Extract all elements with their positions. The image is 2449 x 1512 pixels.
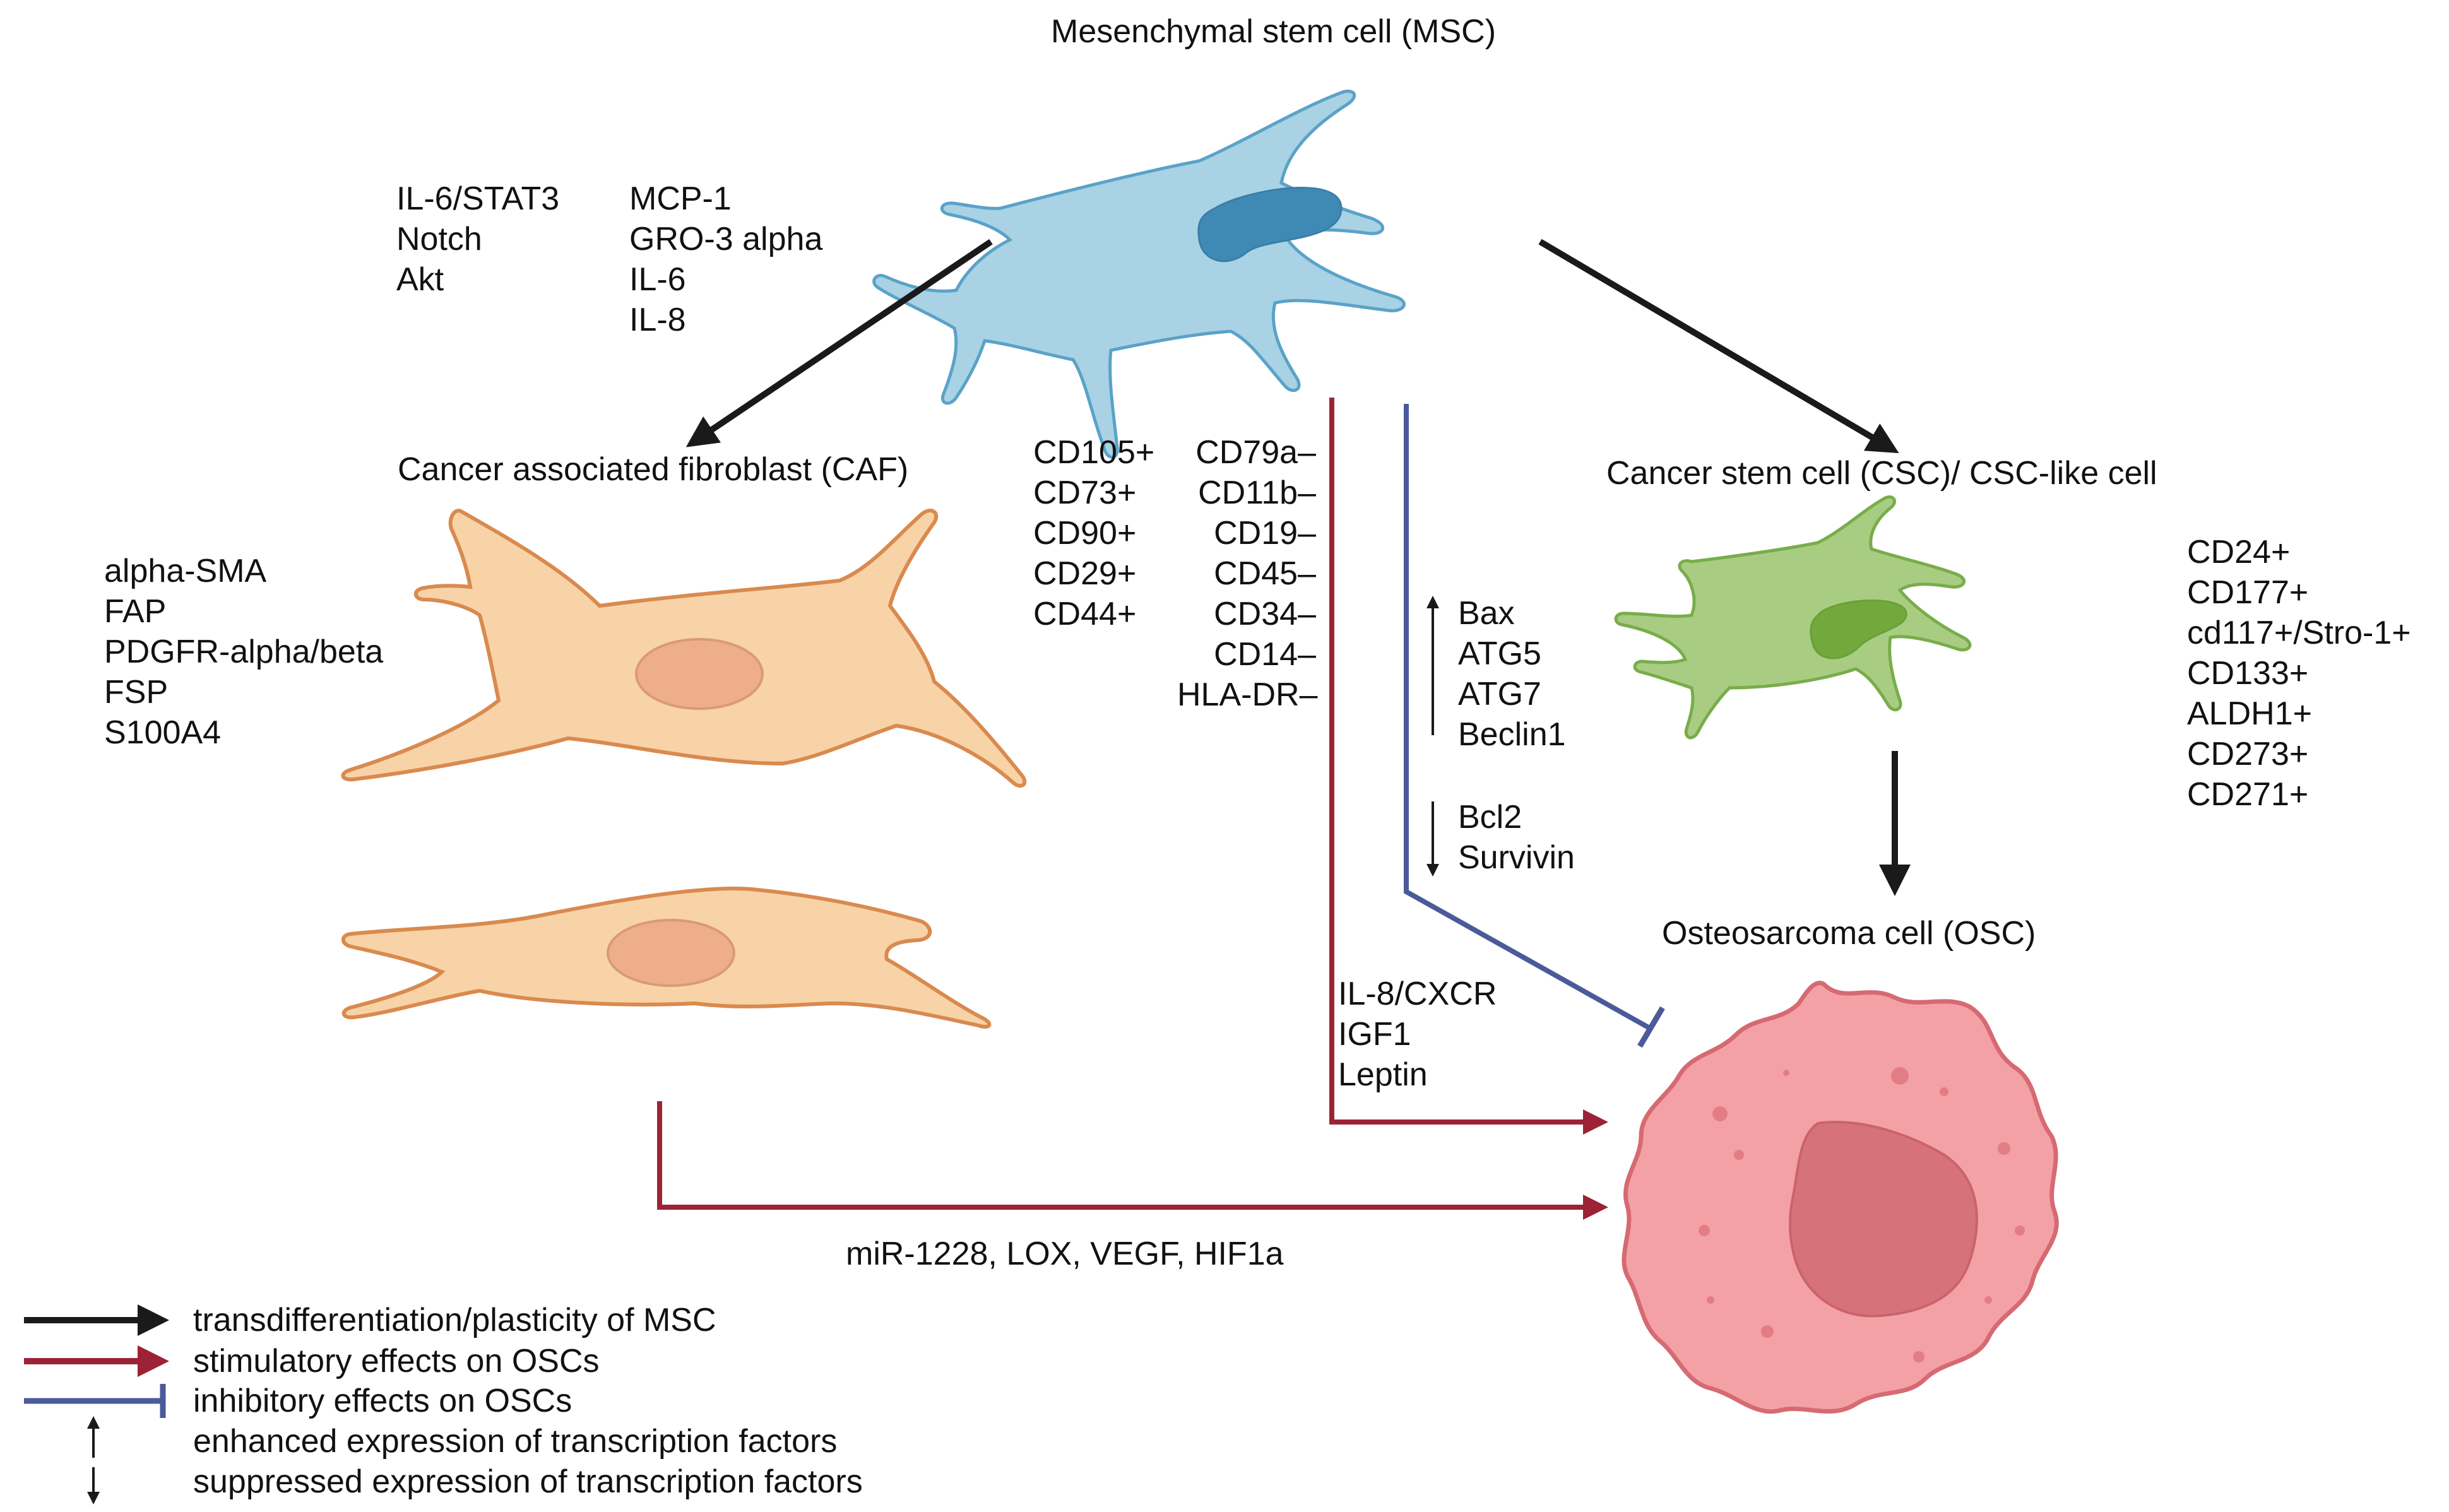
marker-item: CD105+ [1033,434,1155,471]
marker-item: CD45– [1214,555,1316,592]
factor-item: Leptin [1338,1056,1428,1093]
csc-title: Cancer stem cell (CSC)/ CSC-like cell [1606,455,2157,492]
caf-marker-list: alpha-SMA FAP PDGFR-alpha/beta FSP S100A… [104,551,383,753]
msc-stimulatory-arrow [1329,398,1608,1135]
marker-item: CD44+ [1033,596,1137,632]
gene-item: ATG7 [1458,676,1541,712]
msc-stimulatory-factor-list: IL-8/CXCR IGF1 Leptin [1338,974,1497,1095]
osc-cell-illustration [1622,981,2059,1414]
factor-item: IL-6/STAT3 [396,180,560,217]
marker-item: S100A4 [104,714,222,751]
marker-item: HLA-DR– [1177,676,1318,713]
inhibitory-bar [1637,1006,1665,1048]
marker-item: CD273+ [2187,736,2309,772]
gene-item: Bax [1458,595,1515,632]
msc-caf-factor-list-1: IL-6/STAT3 Notch Akt [396,179,559,300]
caf-title: Cancer associated fibroblast (CAF) [398,451,909,488]
upregulated-list: Bax ATG5 ATG7 Beclin1 [1458,593,1566,755]
marker-item: CD24+ [2187,534,2291,570]
marker-item: ALDH1+ [2187,695,2312,732]
marker-item: CD11b– [1198,475,1316,511]
legend-stimulatory-label: stimulatory effects on OSCs [193,1343,600,1379]
factor-item: GRO-3 alpha [629,221,823,257]
msc-cell-illustration [872,90,1406,459]
marker-item: CD90+ [1033,515,1137,552]
marker-item: CD73+ [1033,475,1137,511]
gene-item: ATG5 [1458,635,1541,672]
marker-item: CD34– [1214,596,1316,632]
factor-item: IL-6 [629,261,686,298]
msc-title: Mesenchymal stem cell (MSC) [1051,13,1497,50]
csc-cell-illustration [1614,495,1972,740]
csc-marker-list: CD24+ CD177+ cd117+/Stro-1+ CD133+ ALDH1… [2187,532,2411,815]
msc-inhibitory-arrow [1404,404,1652,1031]
factor-item: IL-8/CXCR [1338,976,1497,1012]
msc-to-caf-arrow [685,239,993,447]
marker-item: CD14– [1214,636,1316,673]
caf-cell-illustration-1 [341,509,1027,788]
gene-item: Survivin [1458,839,1575,876]
caf-cell-illustration-2 [341,887,992,1029]
marker-item: CD79a– [1195,434,1316,471]
marker-item: CD19– [1214,515,1316,552]
marker-item: FAP [104,593,167,630]
marker-item: CD271+ [2187,776,2309,813]
marker-item: CD29+ [1033,555,1137,592]
marker-item: CD133+ [2187,655,2309,692]
marker-item: alpha-SMA [104,553,267,589]
legend-suppressed-label: suppressed expression of transcription f… [193,1463,863,1500]
factor-item: IGF1 [1338,1016,1411,1053]
marker-item: CD177+ [2187,574,2309,611]
msc-caf-factor-list-2: MCP-1 GRO-3 alpha IL-6 IL-8 [629,179,822,340]
marker-item: cd117+/Stro-1+ [2187,615,2411,651]
osc-title: Osteosarcoma cell (OSC) [1662,915,2036,952]
factor-item: IL-8 [629,302,686,338]
gene-item: Bcl2 [1458,799,1522,836]
msc-positive-markers: CD105+ CD73+ CD90+ CD29+ CD44+ [1033,432,1154,634]
legend-transdiff-label: transdifferentiation/plasticity of MSC [193,1302,716,1338]
caf-stimulatory-arrow [657,1101,1608,1220]
msc-to-csc-arrow [1538,239,1899,454]
factor-item: Notch [396,221,482,257]
gene-item: Beclin1 [1458,716,1566,753]
msc-negative-markers: CD79a– CD11b– CD19– CD45– CD34– CD14– HL… [1177,432,1318,715]
downregulated-list: Bcl2 Survivin [1458,797,1575,878]
factor-item: MCP-1 [629,180,732,217]
caf-stimulatory-factors: miR-1228, LOX, VEGF, HIF1a [846,1236,1284,1272]
marker-item: PDGFR-alpha/beta [104,634,384,670]
legend-enhanced-label: enhanced expression of transcription fac… [193,1423,838,1460]
marker-item: FSP [104,674,169,711]
factor-item: Akt [396,261,444,298]
legend-inhibitory-label: inhibitory effects on OSCs [193,1383,572,1419]
